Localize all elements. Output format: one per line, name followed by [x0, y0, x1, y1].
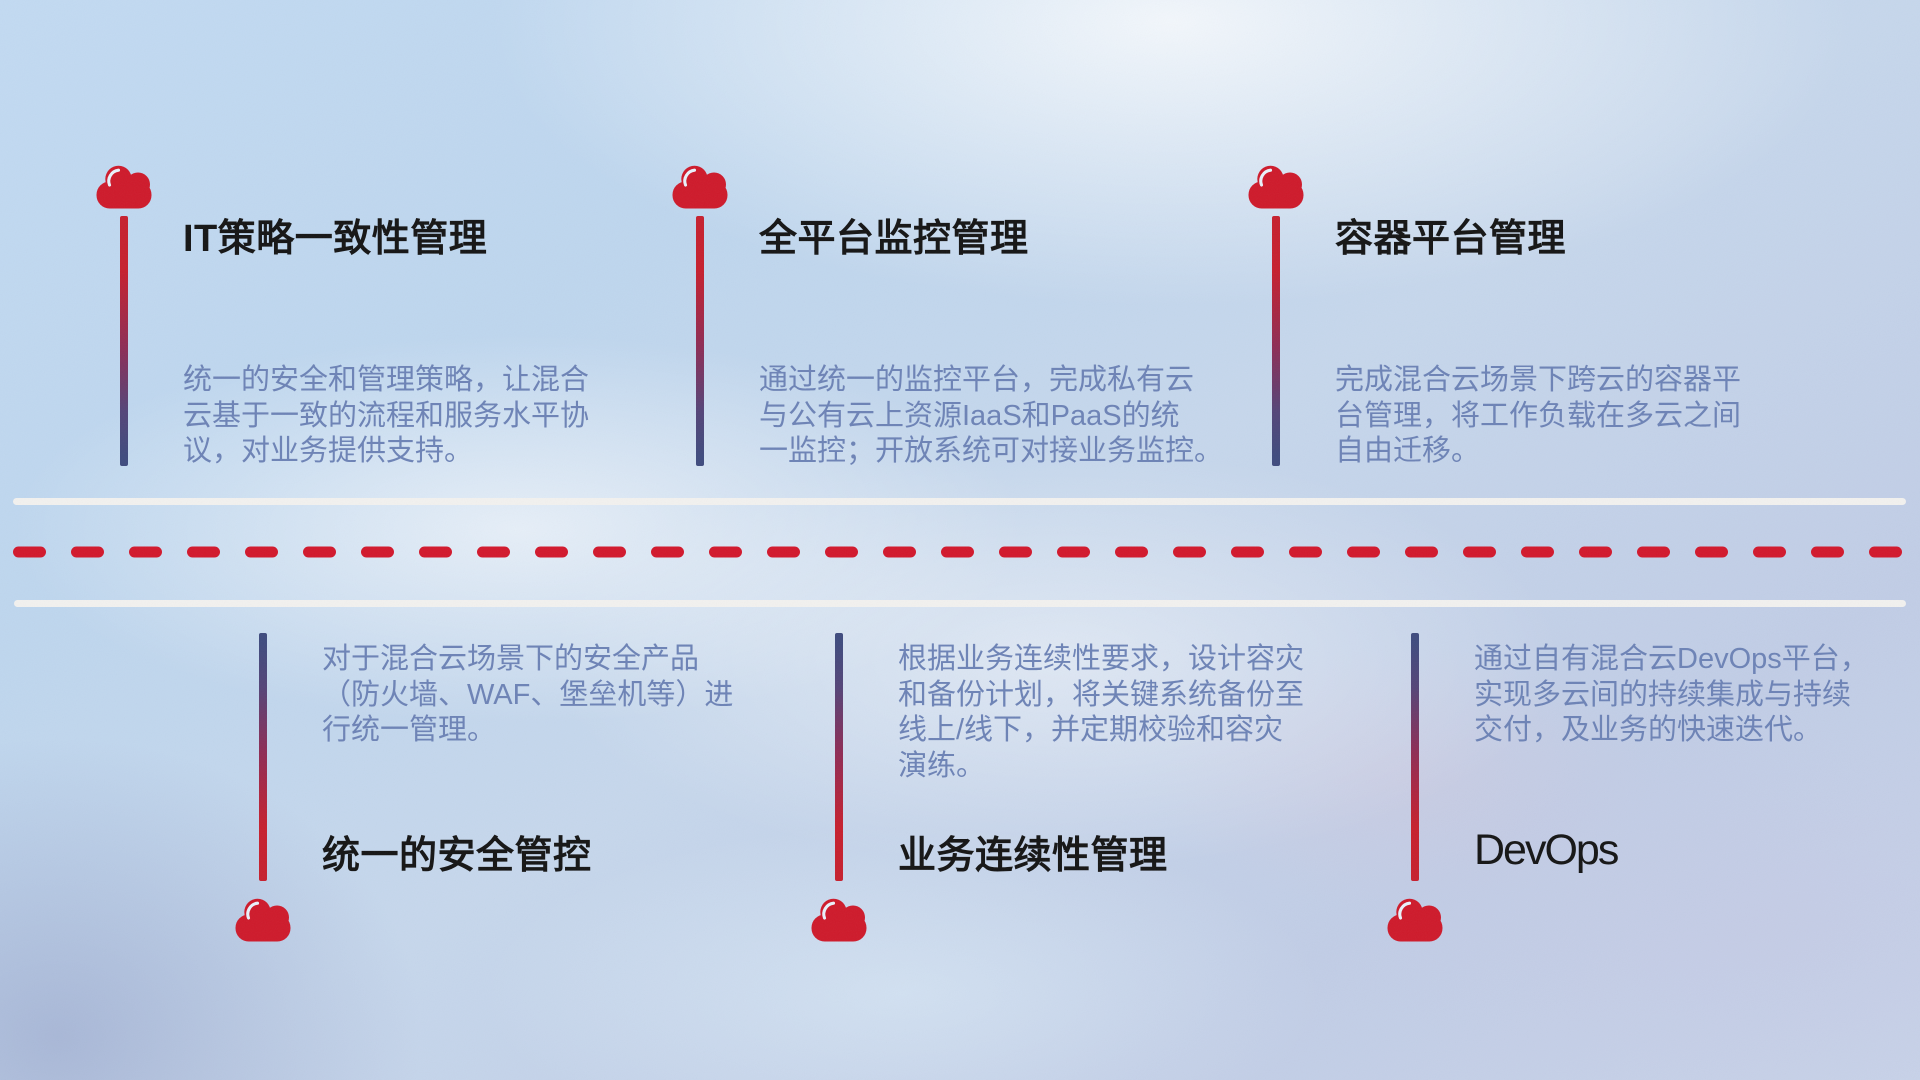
feature-title: 全平台监控管理: [759, 218, 1029, 260]
timeline-stem: [835, 633, 843, 881]
feature-title: IT策略一致性管理: [183, 218, 488, 260]
timeline-stem: [120, 216, 128, 466]
feature-title: DevOps: [1474, 826, 1619, 874]
timeline-stem: [696, 216, 704, 466]
cloud-icon: [96, 164, 152, 209]
feature-title: 业务连续性管理: [898, 835, 1168, 877]
cloud-icon: [1387, 897, 1443, 942]
feature-description: 完成混合云场景下跨云的容器平 台管理，将工作负载在多云之间 自由迁移。: [1335, 364, 1742, 467]
feature-description: 通过统一的监控平台，完成私有云 与公有云上资源IaaS和PaaS的统 一监控；开…: [759, 364, 1224, 467]
separator-line-top: [13, 498, 1906, 505]
separator-line-bottom: [14, 600, 1906, 607]
cloud-icon: [672, 164, 728, 209]
dashed-timeline: [13, 546, 1920, 558]
cloud-icon: [811, 897, 867, 942]
timeline-stem: [1272, 216, 1280, 466]
cloud-icon: [1248, 164, 1304, 209]
feature-title: 容器平台管理: [1335, 218, 1567, 260]
feature-description: 根据业务连续性要求，设计容灾 和备份计划，将关键系统备份至 线上/线下，并定期校…: [898, 643, 1305, 782]
cloud-icon: [235, 897, 291, 942]
feature-description: 统一的安全和管理策略，让混合 云基于一致的流程和服务水平协 议，对业务提供支持。: [183, 364, 590, 467]
feature-title: 统一的安全管控: [322, 835, 592, 877]
feature-description: 通过自有混合云DevOps平台， 实现多云间的持续集成与持续 交付，及业务的快速…: [1474, 643, 1869, 746]
feature-description: 对于混合云场景下的安全产品 （防火墙、WAF、堡垒机等）进 行统一管理。: [322, 643, 734, 746]
timeline-stem: [1411, 633, 1419, 881]
timeline-stem: [259, 633, 267, 881]
